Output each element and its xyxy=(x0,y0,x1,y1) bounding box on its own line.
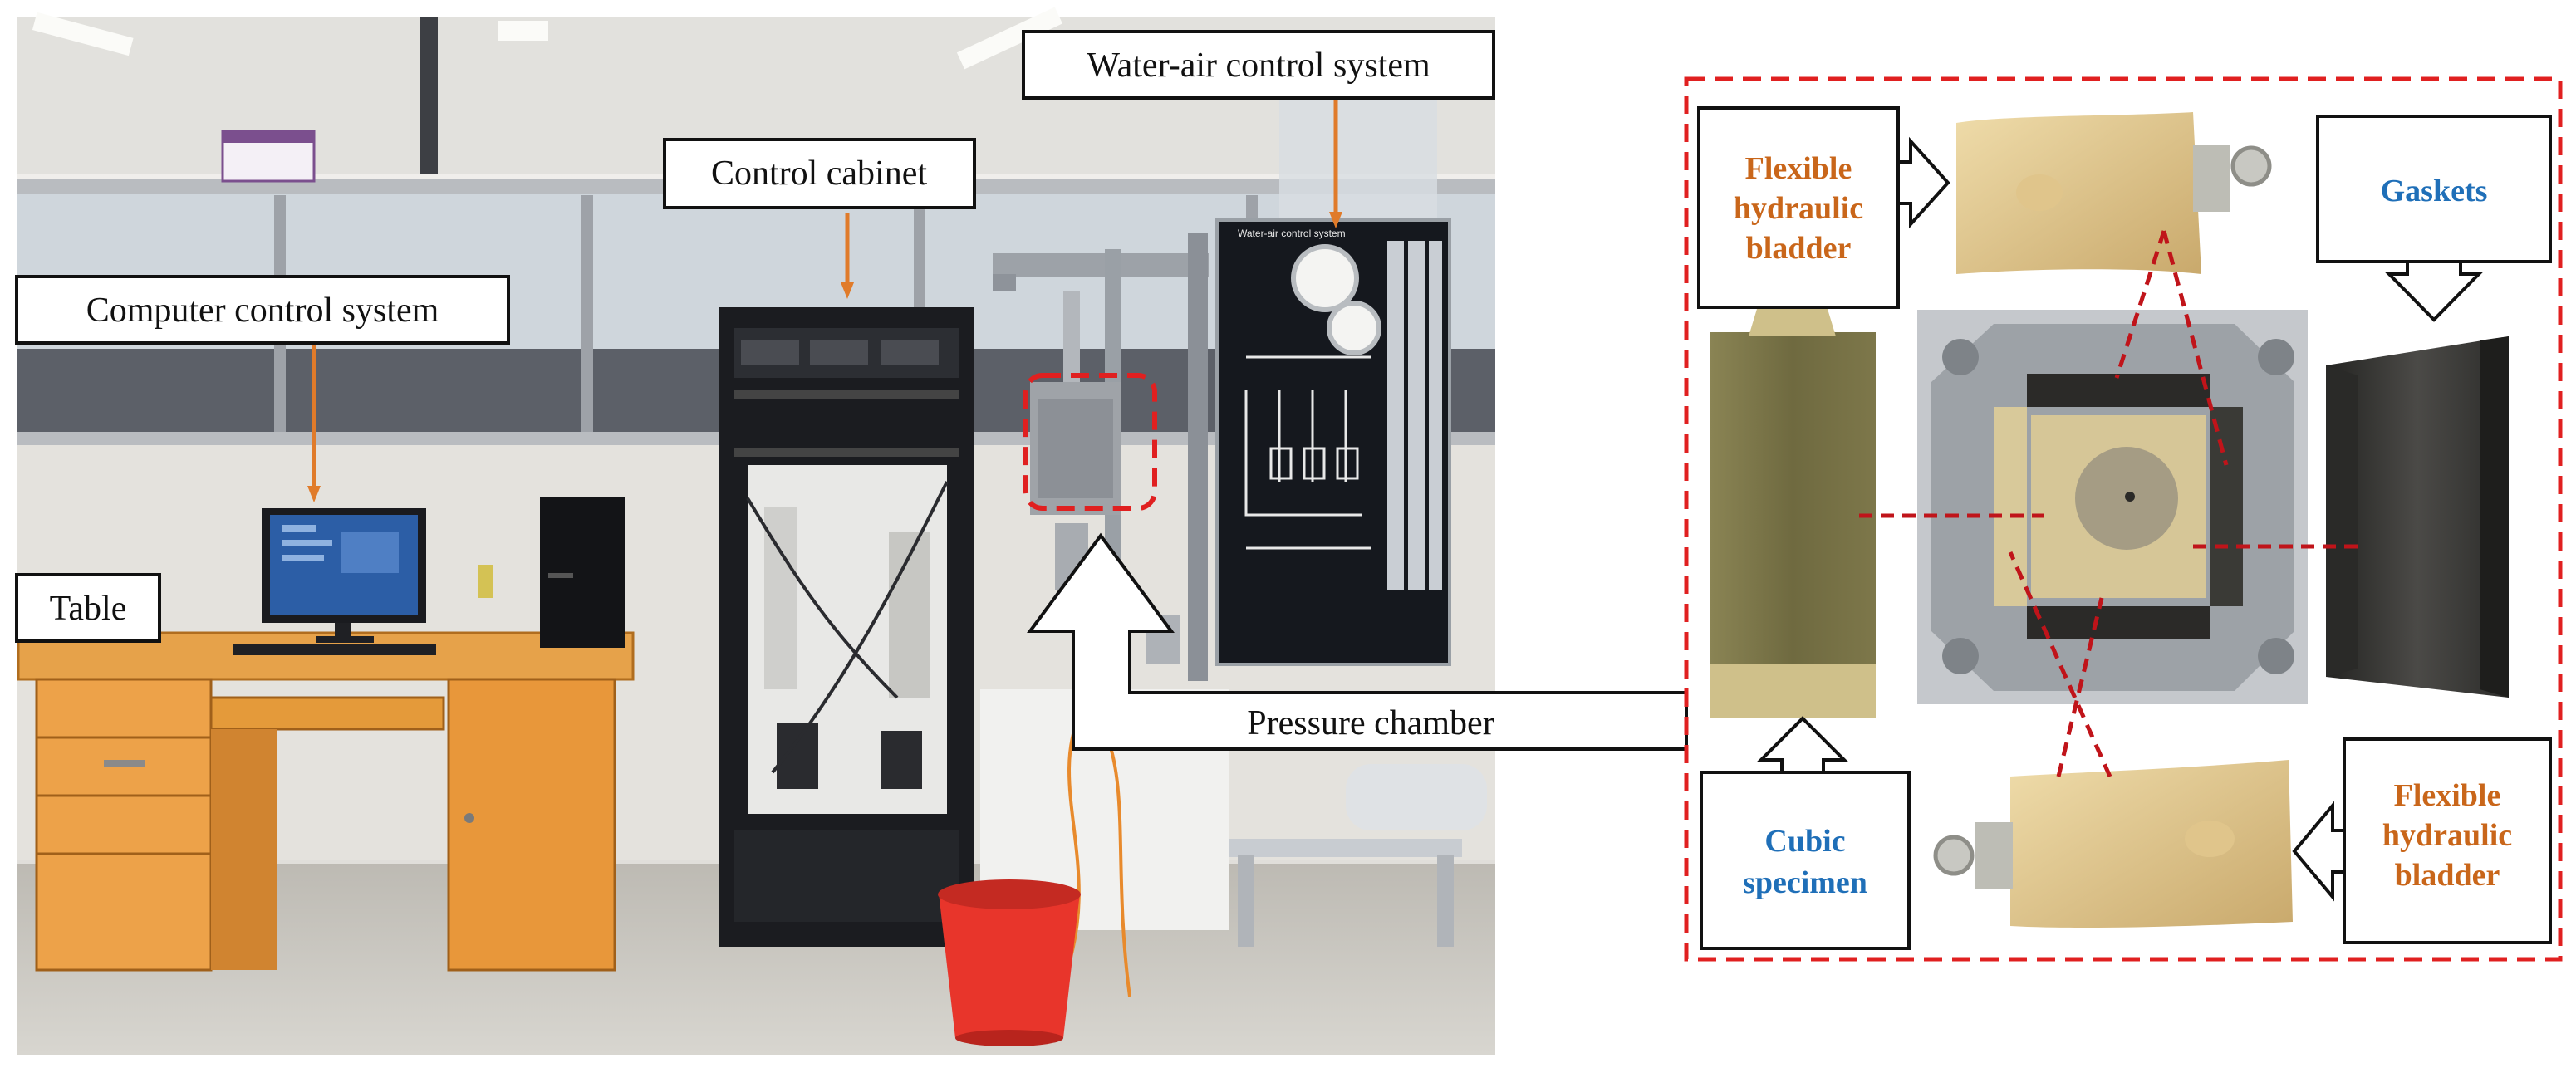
detail-connectors xyxy=(1859,230,2363,778)
label-cabinet: Control cabinet xyxy=(663,138,976,209)
arrow-gaskets xyxy=(2385,260,2483,322)
label-bladder-bottom-line2: hydraulic xyxy=(2382,818,2512,853)
label-bladder-top-line1: Flexible xyxy=(1745,151,1852,186)
label-table: Table xyxy=(15,573,161,643)
red-bucket xyxy=(938,879,1081,1046)
computer xyxy=(233,497,625,655)
pressure-arrow xyxy=(1027,532,1688,751)
label-pressure-text: Pressure chamber xyxy=(1247,704,1494,742)
label-specimen-line2: specimen xyxy=(1743,865,1867,900)
label-bladder-top: Flexible hydraulic bladder xyxy=(1697,106,1900,309)
panel-sign: Water-air control system xyxy=(1238,228,1346,239)
label-bladder-top-line3: bladder xyxy=(1746,231,1852,266)
water-air-panel: Water-air control system xyxy=(1215,91,1451,666)
specimen-image xyxy=(1710,309,1876,718)
chamber-highlight xyxy=(1023,373,1157,511)
label-water-air: Water-air control system xyxy=(1022,30,1495,100)
bladder-top-image xyxy=(1956,112,2272,274)
label-cabinet-text: Control cabinet xyxy=(711,154,927,193)
arrow-specimen xyxy=(1757,716,1848,774)
control-cabinet xyxy=(719,307,974,947)
label-gaskets-text: Gaskets xyxy=(2381,174,2488,208)
label-bladder-bottom: Flexible hydraulic bladder xyxy=(2343,737,2552,944)
label-bladder-bottom-line3: bladder xyxy=(2395,858,2500,893)
label-gaskets: Gaskets xyxy=(2316,115,2552,263)
label-table-text: Table xyxy=(50,590,127,628)
label-bladder-top-line2: hydraulic xyxy=(1734,191,1863,226)
label-water-air-text: Water-air control system xyxy=(1087,47,1430,85)
arrow-bladder-bottom xyxy=(2292,801,2346,902)
photo-arrows xyxy=(307,98,1342,502)
bladder-bottom-image xyxy=(1933,760,2293,928)
label-bladder-bottom-line1: Flexible xyxy=(2394,778,2501,813)
arrow-bladder-top xyxy=(1896,136,1950,229)
chamber-top-view xyxy=(1917,310,2308,704)
label-specimen: Cubic specimen xyxy=(1700,771,1911,950)
detail-frame xyxy=(1684,76,2563,962)
label-computer: Computer control system xyxy=(15,275,510,345)
label-computer-text: Computer control system xyxy=(86,291,439,330)
gasket-image xyxy=(2326,336,2509,698)
label-specimen-line1: Cubic xyxy=(1764,824,1845,859)
